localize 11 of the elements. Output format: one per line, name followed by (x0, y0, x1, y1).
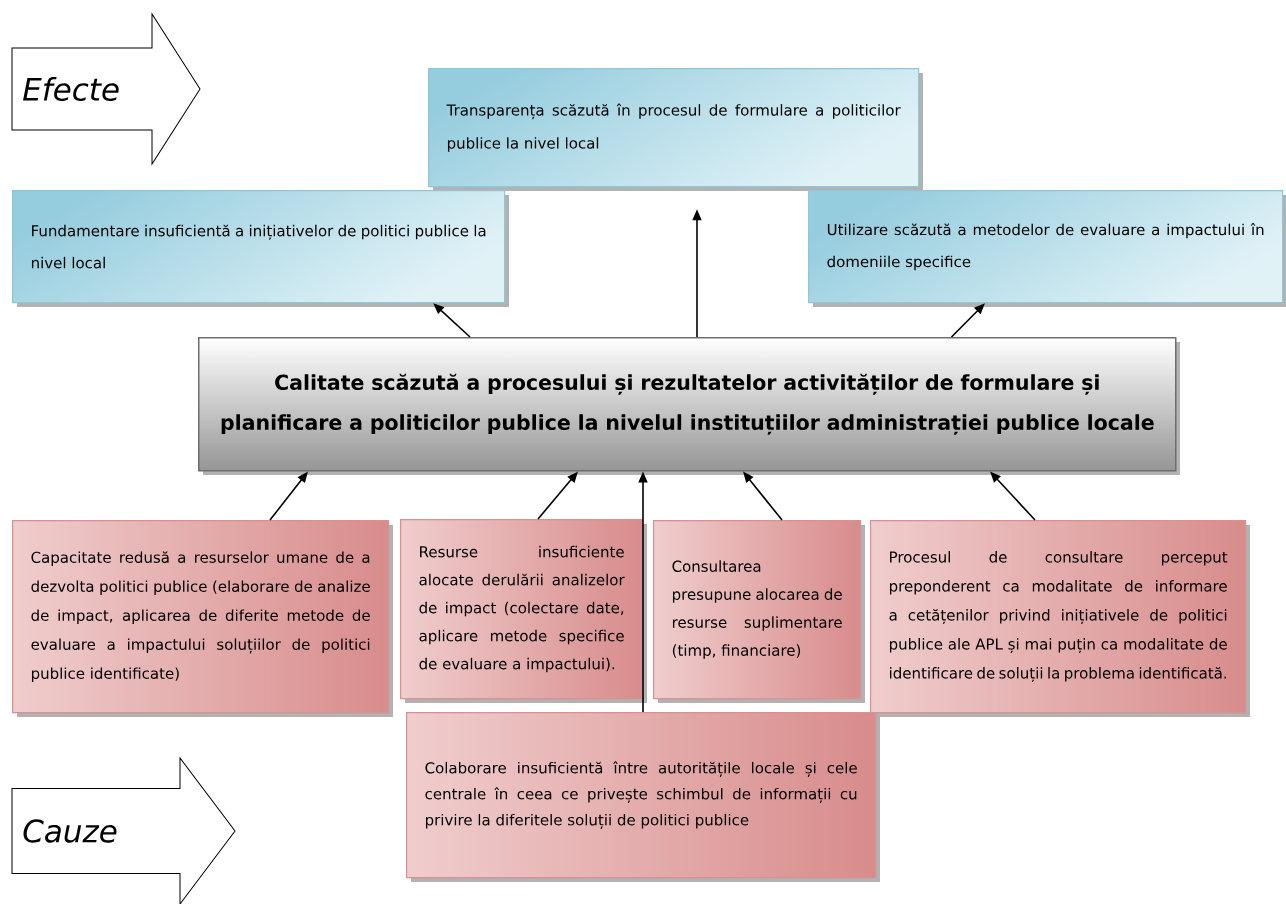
cause-box: Capacitate redusă a resurselor umane de a dezvolta politici publice (elaborare de analize de impact, aplicarea de diferite metode de evaluare a impactului soluțiilor de politici publice identificate) (12, 520, 393, 717)
cause-box: Consultarea presupune alocarea de resurse suplimentare (timp, financiare) (653, 520, 865, 703)
cause-box: Procesul de consultare perceput preponderent ca modalitate de informare a cetățenilor privind inițiativele de politici publice ale APL și mai puțin ca modalitate de identificare de soluții la problema identificată. (870, 520, 1250, 717)
arrow (433, 303, 471, 338)
effect-box: Transparența scăzută în procesul de formulare a politicilor publice la nivel local (428, 68, 923, 191)
cause-box: Resurse insuficiente alocate derulării analizelor de impact (colectare date, aplicare metode specifice de evaluare a impactului). (400, 519, 647, 703)
problem-box: Calitate scăzută a procesului și rezultatelor activităților de formulare și planificare a politicilor publice la nivelul instituțiilor administrației publice locale (198, 337, 1180, 475)
effect-box: Utilizare scăzută a metodelor de evaluare a impactului în domeniile specifice (808, 190, 1286, 307)
effect-box: Fundamentare insuficientă a inițiativelor de politici publice la nivel local (12, 190, 509, 307)
arrow (950, 303, 985, 338)
cause-box: Colaborare insuficientă între autoritățile locale și cele centrale în ceea ce privește schimbul de informații cu privire la diferitele soluții de politici publice (406, 712, 880, 882)
